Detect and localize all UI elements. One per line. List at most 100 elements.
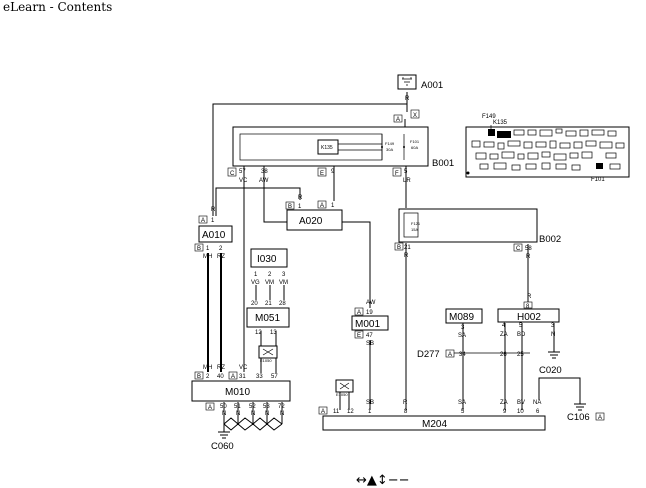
wire-aw-m001: AW	[366, 300, 376, 306]
label-m089: M089	[449, 312, 474, 323]
wire-mh-a010: MH	[203, 254, 212, 260]
window-title: eLearn - Contents	[3, 0, 113, 14]
wire-r-h002: R	[527, 294, 532, 300]
component-m089	[445, 308, 483, 324]
conn-a-c106: A	[598, 415, 602, 421]
pin-72-m010: 72	[278, 404, 285, 410]
label-i030: I030	[257, 254, 277, 265]
navigation-arrows[interactable]: ↔▲↕−−	[356, 473, 410, 488]
conn-f-b001: F	[395, 171, 399, 177]
pin-1-i030: 1	[254, 272, 258, 278]
label-b001: B001	[432, 158, 454, 169]
pin-1-m204: 1	[368, 409, 372, 415]
pin-2-m010: 2	[206, 374, 210, 380]
wire-n-m010-1: N	[222, 411, 226, 417]
pin-12-m204: 12	[347, 409, 354, 415]
pin-25-d277: 25	[517, 352, 524, 358]
pin-1-a020-b: 1	[331, 203, 335, 209]
wires	[207, 92, 581, 432]
conn-a-d277: A	[448, 352, 452, 358]
pin-5-b001: 5	[404, 169, 408, 175]
conn-b-m010: B	[197, 374, 201, 380]
conn-x: X	[413, 113, 417, 119]
pin-57-m010: 57	[271, 374, 278, 380]
pin-1-a020: 1	[298, 204, 302, 210]
inset-label-k135: K135	[493, 120, 508, 126]
wire-mh-m010: MH	[203, 365, 212, 371]
wire-na-m204: NA	[533, 400, 541, 406]
wire-r-a020: R	[298, 195, 303, 201]
label-m010: M010	[225, 387, 250, 398]
wire-r-b002-c: R	[526, 254, 531, 260]
pin-21-b002: 21	[404, 245, 411, 251]
pin-3-h002: 3	[551, 323, 555, 329]
wire-bv-m204: BV	[517, 400, 525, 406]
component-m001	[351, 315, 389, 331]
wire-n-m010-4: N	[265, 411, 269, 417]
pin-38-b001: 38	[261, 169, 268, 175]
wire-n-m010-3: N	[251, 411, 255, 417]
wire-vg-i030: VG	[251, 280, 260, 286]
fuse-f149-rating: 30A	[386, 147, 393, 152]
pin-3-i030: 3	[282, 272, 286, 278]
component-m204	[322, 415, 546, 431]
pin-5-m204: 5	[461, 409, 465, 415]
conn-a-m010: A	[231, 374, 235, 380]
pin-8-m204: 8	[404, 409, 408, 415]
label-a010: A010	[202, 230, 226, 241]
wire-sb-m001: SB	[366, 341, 374, 347]
pin-6-m204: 6	[536, 409, 540, 415]
label-e1050-m051: E1050	[260, 358, 272, 363]
inset-label-f101: F101	[591, 177, 605, 183]
conn-a-m001: A	[357, 310, 361, 316]
wire-za-h002: ZA	[500, 332, 508, 338]
wire-sb-m204: SB	[366, 400, 374, 406]
wire-n-m010-2: N	[236, 411, 240, 417]
conn-a-a010: A	[201, 218, 205, 224]
label-e1050-m204: E1050	[336, 392, 348, 397]
pin-9-m204: 9	[503, 409, 507, 415]
fuse-f101: F101	[410, 139, 420, 144]
conn-a-m010-bottom: A	[208, 405, 212, 411]
conn-e-b001: E	[320, 171, 324, 177]
inset-board: F149 K135 F101	[465, 114, 630, 183]
wire-vc-b001: VC	[239, 178, 248, 184]
wire-lr-b001: LR	[403, 178, 411, 184]
label-m001: M001	[355, 319, 380, 330]
component-a020	[286, 209, 343, 231]
wire-vc-m010: VC	[239, 365, 248, 371]
pin-1-a010-b: 1	[206, 246, 210, 252]
conn-b-b002: B	[397, 245, 401, 251]
wire-vm-i030-b: VM	[279, 280, 288, 286]
conn-a-a020: A	[320, 203, 324, 209]
wire-rz-a010: RZ	[217, 254, 225, 260]
component-b002: F121 15A B002	[398, 208, 561, 245]
pin-28-m051: 28	[279, 301, 286, 307]
conn-c-b001: C	[230, 171, 235, 177]
wire-r-b002: R	[404, 253, 409, 259]
pin-5-h002: 5	[519, 323, 523, 329]
label-c060: C060	[211, 441, 234, 452]
inset-label-f149: F149	[482, 114, 496, 120]
pin-10-m204: 10	[517, 409, 524, 415]
pin-9-b001: 9	[331, 169, 335, 175]
pin-81-m010: 31	[239, 374, 246, 380]
label-c106: C106	[567, 412, 590, 423]
pin-52-m010: 52	[249, 404, 256, 410]
label-d277: D277	[417, 349, 440, 360]
component-a001: A001 R	[397, 74, 443, 102]
label-h002: H002	[517, 312, 541, 323]
pin-50-m010: 50	[220, 404, 227, 410]
component-i030	[250, 248, 288, 268]
pin-19-m001: 19	[366, 310, 373, 316]
component-b001: K135 F149 30A F101 60A B001	[232, 126, 454, 169]
pin-40-m010: 40	[217, 374, 224, 380]
wire-n-h002: N	[551, 332, 555, 338]
pin-33-m010: 33	[256, 374, 263, 380]
fuse-f149: F149	[385, 141, 395, 146]
pin-20-m051: 20	[251, 301, 258, 307]
pin-53-m010: 53	[263, 404, 270, 410]
component-m051	[246, 307, 290, 328]
fuse-f121: F121	[411, 221, 421, 226]
fuse-f101-rating: 60A	[411, 145, 418, 150]
